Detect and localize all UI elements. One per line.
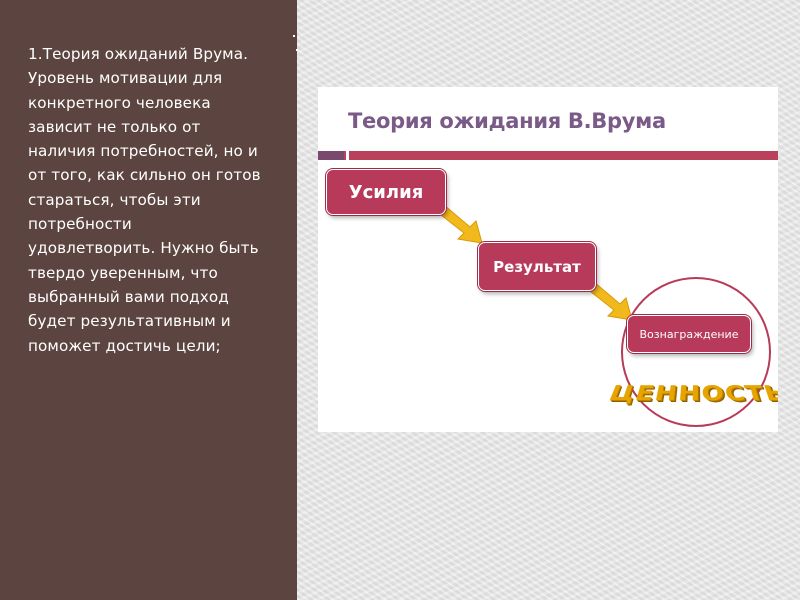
title-rule: [318, 151, 778, 160]
title-rule-gap: [346, 151, 349, 160]
body-text: 1.Теория ожиданий Врума. Уровень мотивац…: [28, 42, 328, 358]
diagram-title: Теория ожидания В.Врума: [348, 109, 666, 133]
decor-dot: [293, 35, 295, 37]
value-wordart: ЦЕННОСТЬ: [596, 377, 778, 412]
diagram-image: Теория ожидания В.Врума Усилия Результат…: [318, 87, 778, 432]
step-result: Результат: [478, 242, 596, 291]
step-reward: Вознаграждение: [627, 315, 751, 353]
step-effort: Усилия: [326, 169, 446, 215]
